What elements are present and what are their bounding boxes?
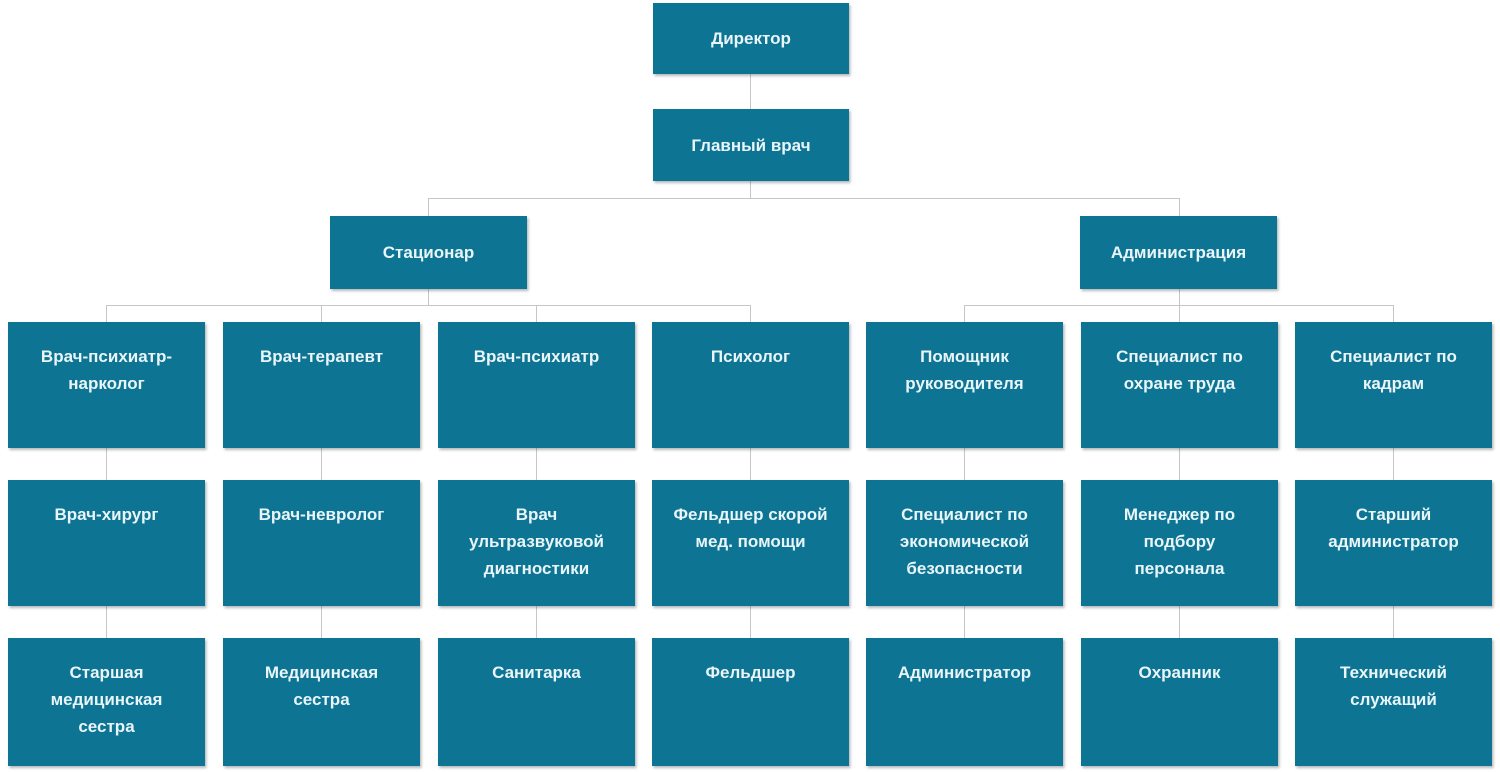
connector-line	[536, 606, 537, 638]
org-node-hr-specialist: Специалист по кадрам	[1295, 322, 1492, 448]
org-node-psychologist: Психолог	[652, 322, 849, 448]
org-node-economic-security-specialist: Специалист по экономической безопасности	[866, 480, 1063, 606]
org-node-assistant-to-head: Помощник руководителя	[866, 322, 1063, 448]
org-node-head-nurse: Старшая медицинская сестра	[8, 638, 205, 766]
org-node-neurologist: Врач-невролог	[223, 480, 420, 606]
org-node-paramedic: Фельдшер	[652, 638, 849, 766]
connector-line	[428, 289, 429, 305]
org-node-guard: Охранник	[1081, 638, 1278, 766]
connector-line	[964, 305, 965, 322]
connector-line	[1393, 448, 1394, 480]
org-node-ultrasound-doctor: Врач ультразвуковой диагностики	[438, 480, 635, 606]
connector-line	[964, 606, 965, 638]
connector-line	[750, 181, 751, 198]
connector-line	[1179, 198, 1180, 216]
connector-line	[1179, 606, 1180, 638]
org-node-senior-administrator: Старший администратор	[1295, 480, 1492, 606]
org-node-labor-safety-specialist: Специалист по охране труда	[1081, 322, 1278, 448]
connector-line	[106, 448, 107, 480]
connector-line	[106, 305, 107, 322]
connector-line	[1179, 305, 1180, 322]
connector-line	[321, 606, 322, 638]
org-node-psychiatrist: Врач-психиатр	[438, 322, 635, 448]
org-node-administration: Администрация	[1080, 216, 1277, 289]
connector-line	[1179, 448, 1180, 480]
connector-line	[321, 305, 322, 322]
connector-line	[750, 606, 751, 638]
org-node-inpatient: Стационар	[330, 216, 527, 289]
org-node-administrator: Администратор	[866, 638, 1063, 766]
connector-line	[321, 448, 322, 480]
org-node-orderly: Санитарка	[438, 638, 635, 766]
org-node-psychiatrist-narcologist: Врач-психиатр- нарколог	[8, 322, 205, 448]
connector-line	[428, 198, 1180, 199]
org-node-recruiting-manager: Менеджер по подбору персонала	[1081, 480, 1278, 606]
connector-line	[106, 606, 107, 638]
org-node-therapist: Врач-терапевт	[223, 322, 420, 448]
org-node-chief-physician: Главный врач	[653, 109, 849, 181]
connector-line	[964, 448, 965, 480]
connector-line	[750, 305, 751, 322]
connector-line	[536, 448, 537, 480]
org-node-emergency-paramedic: Фельдшер скорой мед. помощи	[652, 480, 849, 606]
org-node-director: Директор	[653, 3, 849, 74]
org-node-technical-worker: Технический служащий	[1295, 638, 1492, 766]
connector-line	[750, 74, 751, 109]
connector-line	[1393, 606, 1394, 638]
connector-line	[750, 448, 751, 480]
connector-line	[1393, 305, 1394, 322]
connector-line	[1179, 289, 1180, 305]
connector-line	[106, 305, 751, 306]
org-node-surgeon: Врач-хирург	[8, 480, 205, 606]
connector-line	[536, 305, 537, 322]
connector-line	[428, 198, 429, 216]
org-node-nurse: Медицинская сестра	[223, 638, 420, 766]
